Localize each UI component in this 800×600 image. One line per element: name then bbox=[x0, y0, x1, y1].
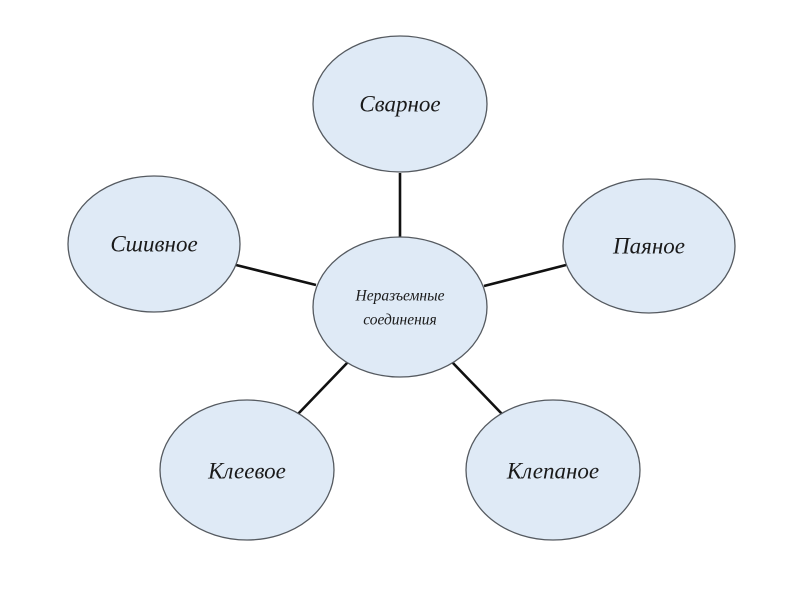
node-klepanoe[interactable]: Клепаное bbox=[465, 399, 641, 541]
node-svarnoe[interactable]: Сварное bbox=[312, 35, 488, 173]
edge-center-klepanoe bbox=[451, 361, 503, 415]
node-klepanoe-label: Клепаное bbox=[506, 458, 599, 483]
node-svarnoe-shape bbox=[312, 35, 488, 173]
node-center-label-line2: соединения bbox=[363, 312, 437, 329]
node-center[interactable]: Неразъемные соединения bbox=[312, 236, 488, 378]
node-shivnoe[interactable]: Сшивное bbox=[67, 175, 241, 313]
node-kleevoe[interactable]: Клеевое bbox=[159, 399, 335, 541]
nodes-layer: Сварное Паяное Клепаное Клеевое Сшивное … bbox=[67, 35, 736, 541]
node-svarnoe-label: Сварное bbox=[359, 91, 440, 116]
node-kleevoe-label: Клеевое bbox=[207, 458, 286, 483]
node-shivnoe-label: Сшивное bbox=[110, 231, 197, 256]
node-payanoe-label: Паяное bbox=[612, 233, 685, 258]
node-payanoe-shape bbox=[562, 178, 736, 314]
edges-layer bbox=[235, 173, 567, 415]
node-shivnoe-shape bbox=[67, 175, 241, 313]
node-klepanoe-shape bbox=[465, 399, 641, 541]
edge-center-shivnoe bbox=[235, 263, 317, 287]
edge-center-kleevoe bbox=[297, 361, 349, 415]
node-kleevoe-shape bbox=[159, 399, 335, 541]
node-center-shape bbox=[312, 236, 488, 378]
edge-center-payanoe bbox=[483, 263, 567, 288]
node-center-label-line1: Неразъемные bbox=[355, 288, 445, 305]
node-payanoe[interactable]: Паяное bbox=[562, 178, 736, 314]
